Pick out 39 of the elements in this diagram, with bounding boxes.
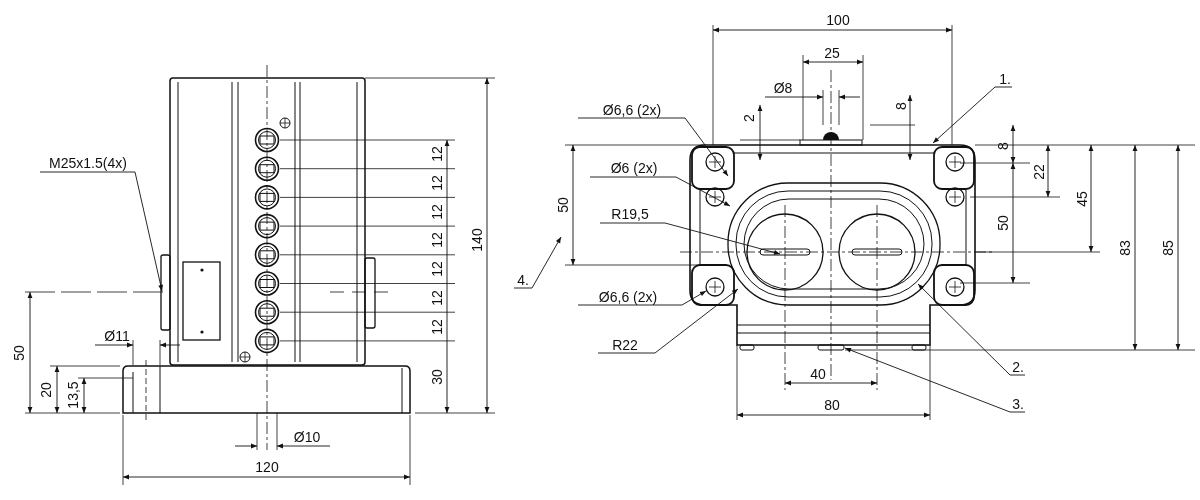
dimension-text: 80 (824, 397, 840, 413)
dimension-text: 100 (826, 12, 850, 28)
callout-text: R22 (612, 337, 638, 353)
callout-text: 3. (1012, 396, 1024, 412)
dimension-text: Ø11 (104, 328, 130, 344)
dimension-text: 12 (429, 175, 445, 191)
dimension-text: 40 (810, 366, 826, 382)
dimension-text: 120 (255, 459, 279, 475)
dimension-text: 50 (11, 345, 27, 361)
dimension-text: 12 (429, 204, 445, 220)
callout-text: Ø6,6 (2x) (598, 289, 658, 305)
dimension-text: 12 (429, 290, 445, 306)
dimension-text: Ø8 (773, 80, 793, 96)
dimension-text: 50 (995, 215, 1011, 231)
dimension-text: 22 (1031, 164, 1047, 180)
dimension-text: 85 (1160, 240, 1176, 256)
dimension-text: 25 (824, 45, 840, 61)
callout-text: Ø6,6 (2x) (602, 102, 662, 118)
dimension-text: 140 (469, 228, 485, 252)
dimension-text: 13,5 (65, 381, 81, 409)
dimension-text: 2 (741, 114, 757, 122)
callout-text: 1. (999, 71, 1011, 87)
callout-text: R19,5 (611, 206, 649, 222)
dimension-text: 8 (995, 142, 1011, 150)
callout-text: 2. (1012, 359, 1024, 375)
dimension-text: 20 (38, 382, 54, 398)
callout-text: M25x1.5(4x) (49, 155, 127, 171)
dimension-text: 50 (555, 197, 571, 213)
dimension-text: 12 (429, 232, 445, 248)
callout-text: 4. (517, 272, 529, 288)
dimension-text: 30 (429, 369, 445, 385)
callout-text: Ø6 (2x) (610, 160, 658, 176)
dimension-text: 12 (429, 146, 445, 162)
dimension-text: 12 (429, 319, 445, 335)
dimension-text: Ø10 (293, 429, 321, 445)
dimension-text: 83 (1117, 240, 1133, 256)
dimension-text: 8 (893, 102, 909, 110)
dimension-text: 45 (1074, 191, 1090, 207)
dimension-text: 12 (429, 261, 445, 277)
